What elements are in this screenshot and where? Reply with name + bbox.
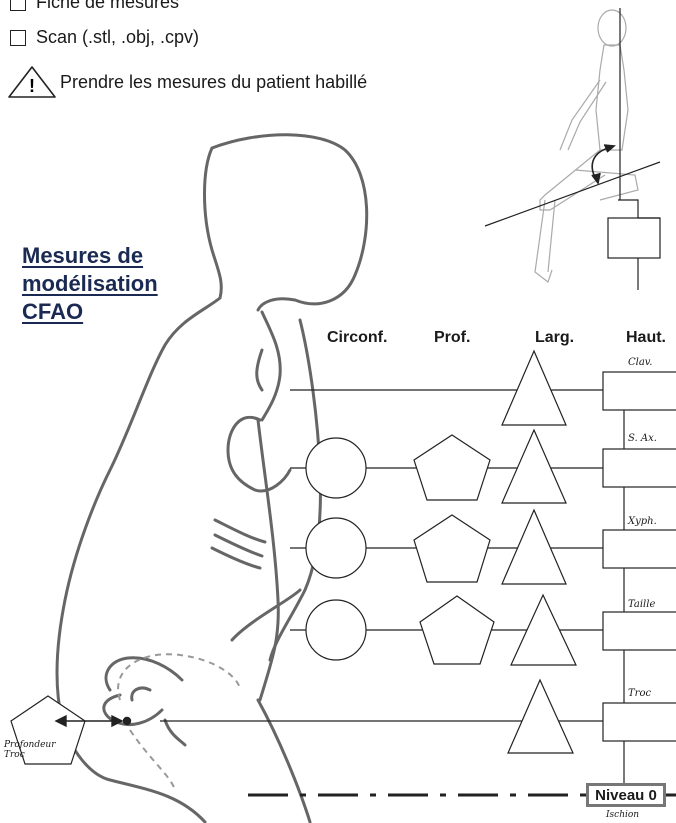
checkbox-scan-box[interactable] — [10, 29, 26, 46]
section-title-line2: modélisation — [22, 271, 158, 296]
dashed-contour — [117, 653, 241, 701]
depth-arrow — [54, 714, 132, 728]
checkbox-fiche-box[interactable] — [10, 0, 26, 11]
warning-triangle-icon: ! — [8, 66, 56, 98]
depth-symbols — [10, 434, 495, 765]
section-title-line3: CFAO — [22, 299, 84, 324]
col-header-prof: Prof. — [434, 329, 471, 346]
level-label-sax: S. Ax. — [628, 433, 657, 444]
col-header-larg: Larg. — [535, 329, 575, 346]
haut-clav — [602, 371, 676, 411]
col-header-haut: Haut. — [626, 329, 666, 346]
level-label-troc: Troc — [628, 688, 652, 699]
height-symbols — [602, 371, 676, 742]
prof-xyph — [413, 514, 491, 583]
checkbox-fiche-de-mesures[interactable]: Fiche de mesures — [10, 0, 179, 13]
haut-xyph — [602, 529, 676, 569]
width-symbols — [501, 349, 577, 754]
checkbox-fiche-label: Fiche de mesures — [36, 0, 180, 12]
larg-clav — [501, 349, 567, 426]
profondeur-line1: Profondeur — [4, 740, 56, 750]
warning-text: Prendre les mesures du patient habillé — [60, 71, 368, 92]
level-label-xyph: Xyph. — [628, 516, 657, 527]
profondeur-line2: Troc — [4, 750, 25, 760]
baseline-label-box: Niveau 0 — [586, 783, 666, 807]
profondeur-troc-label: Profondeur Troc — [4, 740, 56, 760]
section-title: Mesures de modélisation CFAO — [22, 242, 158, 326]
prof-troc-left — [10, 695, 86, 765]
seated-figure-illustration — [534, 9, 639, 283]
haut-sax — [602, 448, 676, 488]
larg-troc — [507, 678, 574, 754]
svg-text:!: ! — [29, 76, 35, 96]
level-label-clav: Clav. — [628, 357, 653, 368]
prof-taille — [419, 595, 495, 665]
baseline-sublabel: Ischion — [606, 810, 640, 820]
level-label-taille: Taille — [628, 599, 656, 610]
haut-taille — [602, 611, 676, 651]
patient-silhouette — [55, 133, 369, 823]
warning-note: ! Prendre les mesures du patient habillé — [6, 64, 367, 100]
circumference-symbols — [305, 437, 367, 661]
haut-troc — [602, 702, 676, 742]
section-title-line1: Mesures de — [22, 243, 144, 268]
larg-xyph — [501, 508, 567, 585]
prof-sax — [413, 434, 491, 501]
larg-sax — [501, 428, 567, 504]
circ-sax — [305, 437, 367, 499]
circ-taille — [305, 599, 367, 661]
checkbox-scan-label: Scan (.stl, .obj, .cpv) — [36, 27, 200, 47]
seated-figure-frame — [484, 8, 661, 290]
larg-taille — [510, 593, 577, 666]
col-header-circ: Circonf. — [327, 329, 388, 346]
angle-arrow-icon — [591, 144, 616, 185]
dashed-contour — [129, 729, 176, 791]
circ-xyph — [305, 517, 367, 579]
checkbox-scan[interactable]: Scan (.stl, .obj, .cpv) — [10, 27, 199, 48]
